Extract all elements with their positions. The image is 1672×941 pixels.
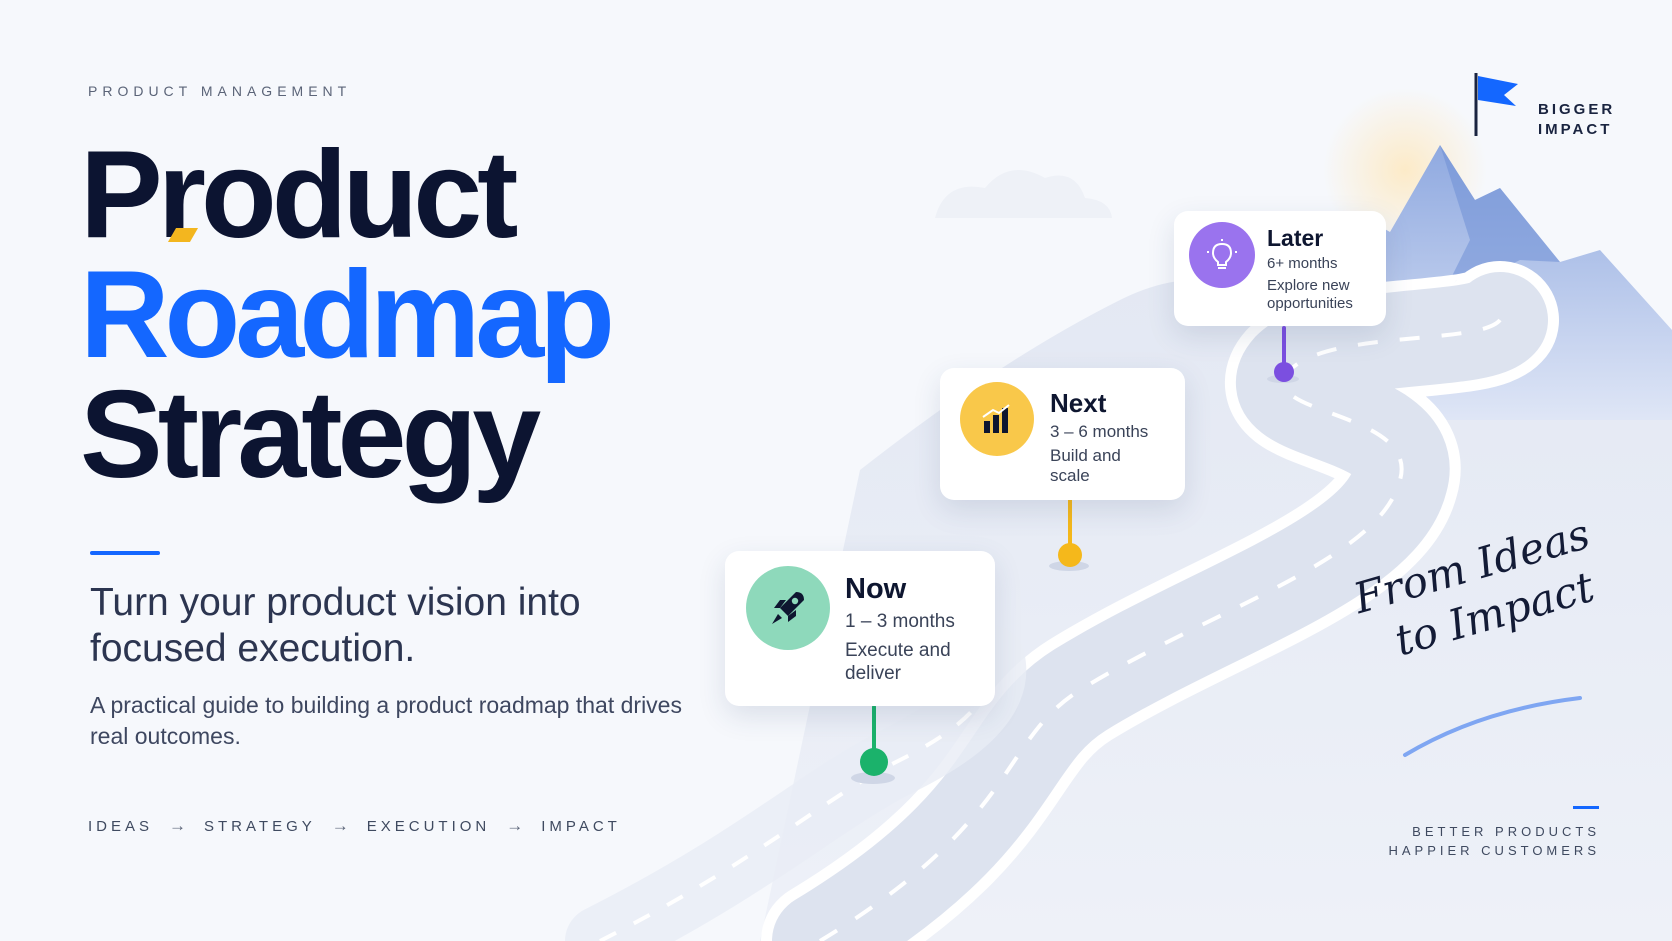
arrow-right-icon: → [506,816,524,835]
milestone-period: 1 – 3 months [845,611,955,632]
milestone-title: Later [1267,225,1324,251]
cloud [935,170,1112,218]
process-flow: IDEAS → STRATEGY → EXECUTION → IMPACT [88,816,621,836]
milestone-stem-now [872,705,876,760]
road-lower-branch-line [599,659,994,941]
milestone-title: Next [1050,388,1107,418]
milestone-description: Execute and deliver [845,640,951,684]
milestone-description: Explore new opportunities [1267,277,1353,312]
subtitle: Turn your product vision into focused ex… [90,581,581,670]
page-title: Product Roadmap Strategy [80,126,615,504]
milestone-card-next: Next 3 – 6 months Build and scale [940,368,1185,500]
milestone-pin-later [1274,362,1294,382]
flow-step-strategy: STRATEGY [204,817,316,835]
title-divider [90,551,160,555]
pin-shadow-now [851,772,895,784]
milestone-title: Now [845,573,907,605]
script-underline [1403,696,1582,757]
milestone-stem-next [1068,498,1072,548]
tagline-line-2: HAPPIER CUSTOMERS [1388,843,1600,858]
arrow-right-icon: → [169,816,187,835]
milestone-pin-now [860,748,888,776]
milestone-stem-later [1282,326,1286,366]
flow-step-impact: IMPACT [541,817,621,835]
mountain-shade [1440,145,1560,300]
road-center-line [818,318,1502,941]
arrow-right-icon: → [331,816,349,835]
peak-label-line-1: BIGGER [1538,101,1616,118]
milestone-card-later: Later 6+ months Explore new opportunitie… [1174,211,1386,326]
flow-step-execution: EXECUTION [366,817,491,835]
title-line-2: Roadmap [80,246,615,384]
flow-step-ideas: IDEAS [88,817,154,835]
description: A practical guide to building a product … [90,692,682,749]
bar-chart-icon [960,382,1034,456]
eyebrow-label: PRODUCT MANAGEMENT [88,83,352,99]
tagline-divider [1573,806,1599,809]
peak-label: BIGGER IMPACT [1538,100,1615,140]
milestone-description: Build and scale [1050,446,1121,485]
title-line-3: Strategy [80,366,541,504]
rocket-icon [746,566,830,650]
lightbulb-icon [1189,222,1255,288]
tagline: BETTER PRODUCTS HAPPIER CUSTOMERS [1388,822,1600,860]
milestone-period: 3 – 6 months [1050,422,1149,441]
milestone-period: 6+ months [1267,255,1338,272]
tagline-line-1: BETTER PRODUCTS [1412,824,1600,839]
flag-icon [1478,76,1518,106]
peak-label-line-2: IMPACT [1538,121,1613,138]
milestone-pin-next [1058,543,1082,567]
title-line-1: Product [80,126,518,264]
milestone-card-now: Now 1 – 3 months Execute and deliver [725,551,995,706]
